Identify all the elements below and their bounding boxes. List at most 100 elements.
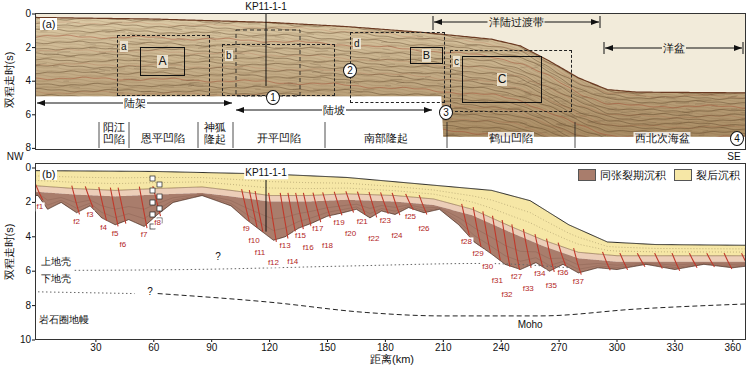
dashed-region-box: aA <box>117 35 210 96</box>
detail-box: B <box>410 47 443 64</box>
fault-label: f27 <box>510 273 523 282</box>
tick-label: 90 <box>206 342 217 354</box>
tick-label: 210 <box>435 342 452 354</box>
tick-label: 360 <box>724 342 741 354</box>
tick-label: 180 <box>377 342 394 354</box>
fault-label: f8 <box>153 219 162 228</box>
fault-label: f18 <box>321 242 334 251</box>
tick-label: 2 <box>25 42 31 54</box>
tick-label: 150 <box>319 342 336 354</box>
fault-label: f31 <box>491 277 504 286</box>
interpretation-section <box>35 163 746 340</box>
dashed-region-box: b <box>222 44 335 96</box>
zone-label: 陆架 <box>123 97 147 110</box>
fault-label: f9 <box>242 224 251 233</box>
tick-label: 0 <box>25 162 31 174</box>
fault-label: f26 <box>417 224 430 233</box>
layer-label: 上地壳 <box>41 256 71 268</box>
tick-label: 120 <box>261 342 278 354</box>
fault-label: f37 <box>572 277 585 286</box>
zone-label: 洋陆过渡带 <box>488 16 545 29</box>
dashed-region-box: cC <box>450 50 572 112</box>
question-mark: ? <box>215 251 221 263</box>
fault-label: f32 <box>500 290 513 299</box>
legend-text: 裂后沉积 <box>696 169 740 181</box>
detail-letter: A <box>157 55 167 68</box>
tick-label: 270 <box>551 342 568 354</box>
fault-label: f7 <box>140 231 149 240</box>
crust-boundaries <box>38 176 746 316</box>
well-label: KP11-1-1 <box>245 1 287 13</box>
fault-label: f36 <box>556 269 569 278</box>
question-mark: ? <box>147 286 153 298</box>
tick-label: 300 <box>609 342 626 354</box>
layer-label: 下地壳 <box>41 273 71 285</box>
layer-label: 岩石圈地幔 <box>39 314 89 326</box>
unit-label: 神狐 隆起 <box>202 122 228 145</box>
fault-label: f23 <box>379 216 392 225</box>
fault-label: f33 <box>522 284 535 293</box>
fault-label: f1 <box>36 203 45 212</box>
tick-label: 4 <box>25 231 31 243</box>
tick-label: 330 <box>667 342 684 354</box>
callout-circle: 3 <box>439 105 453 120</box>
axis-title: 双程走时(s) <box>3 224 16 281</box>
tick-label: 0 <box>25 8 31 20</box>
legend-item: 同张裂期沉积 <box>578 169 666 181</box>
unit-label: 开平凹陷 <box>256 132 302 144</box>
seismic-image <box>35 14 746 150</box>
region-letter: d <box>353 38 361 49</box>
panel-letter: (b) <box>40 168 57 180</box>
callout-number: 1 <box>270 92 276 103</box>
tick-label: 30 <box>90 342 101 354</box>
axis-title: 双程走时(s) <box>3 52 16 109</box>
direction-label: NW <box>7 151 24 163</box>
fault-label: f10 <box>248 237 261 246</box>
fault-label: f5 <box>111 229 120 238</box>
legend: 同张裂期沉积 裂后沉积 <box>578 169 748 181</box>
axis-title: 距离(km) <box>370 353 414 366</box>
detail-letter: C <box>497 73 508 86</box>
legend-swatch <box>578 169 596 181</box>
well-label: KP11-1-1 <box>244 167 288 179</box>
fault-label: f25 <box>404 213 417 222</box>
fault-label: f12 <box>267 259 280 268</box>
panel-frame: (b) <box>35 163 746 340</box>
tick-label: 10 <box>20 334 31 346</box>
fault-label: f2 <box>72 217 81 226</box>
fault-label: f16 <box>302 243 315 252</box>
unit-label: 南部隆起 <box>363 132 409 144</box>
fault-label: f34 <box>533 269 546 278</box>
fault-label: f15 <box>294 232 307 241</box>
tick-label: 6 <box>25 109 31 121</box>
zone-label: 陆坡 <box>322 104 346 117</box>
fault-label: f29 <box>471 249 484 258</box>
fault-label: f21 <box>356 217 369 226</box>
fault-label: f4 <box>99 223 108 232</box>
unit-label: 恩平凹陷 <box>140 132 186 144</box>
callout-number: 2 <box>347 65 353 76</box>
fault-label: f22 <box>367 234 380 243</box>
detail-box: C <box>462 56 542 103</box>
region-letter: c <box>453 56 460 67</box>
tick-label: 6 <box>25 265 31 277</box>
legend-item: 裂后沉积 <box>674 169 740 181</box>
unit-label: 西北次海盆 <box>634 132 691 144</box>
fault-label: f13 <box>278 241 291 250</box>
tick-label: 240 <box>493 342 510 354</box>
callout-circle: 2 <box>343 63 357 78</box>
callout-number: 4 <box>734 133 740 144</box>
callout-circle: 1 <box>266 90 280 105</box>
section-annotations <box>32 13 743 148</box>
direction-label: SE <box>727 151 740 163</box>
detail-box: A <box>140 47 185 76</box>
dashed-region-box: dB <box>350 32 445 103</box>
panel-letter: (a) <box>40 18 57 30</box>
callout-circle: 4 <box>730 131 744 146</box>
unit-label: 鹤山凹陷 <box>488 132 534 144</box>
region-letter: a <box>120 41 128 52</box>
legend-text: 同张裂期沉积 <box>600 169 666 181</box>
axis-ticks <box>32 168 733 342</box>
tick-label: 8 <box>25 300 31 312</box>
